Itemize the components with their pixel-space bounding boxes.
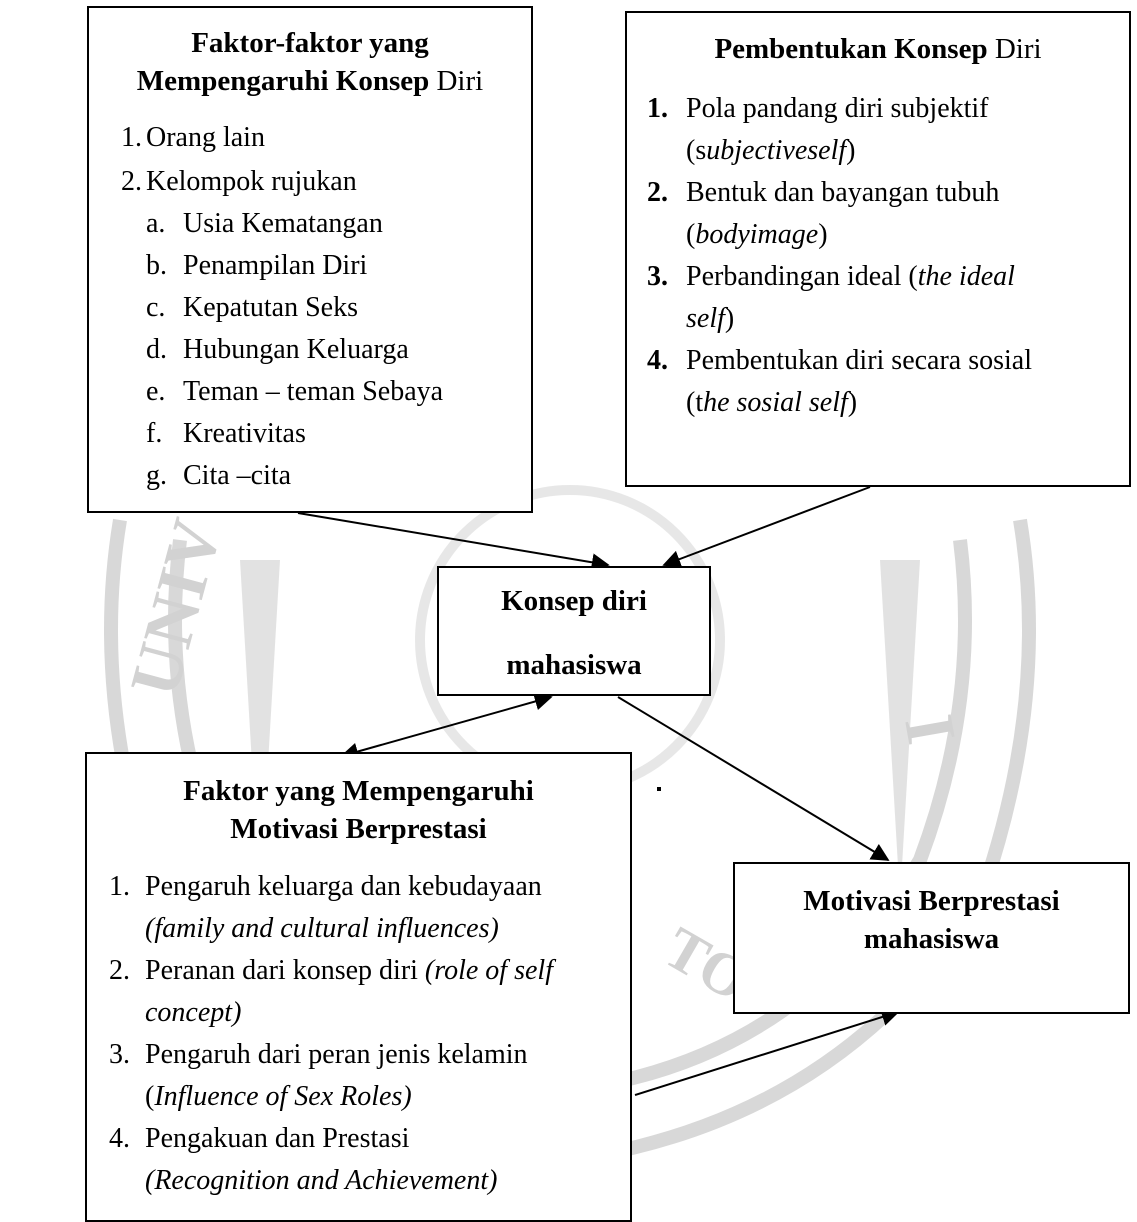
sub-list-item: f. Kreativitas (89, 413, 531, 455)
sub-list-letter: a. (146, 208, 166, 239)
title-line2-bold: Mempengaruhi Konsep (136, 65, 430, 97)
list-number: 2. (647, 177, 668, 208)
sub-list-text: Teman – teman Sebaya (183, 376, 444, 407)
list-text-line2: (Influence of Sex Roles) (145, 1081, 412, 1112)
sub-list-item: a. Usia Kematangan (89, 203, 531, 245)
motivation-factors-title: Faktor yang Mempengaruhi Motivasi Berpre… (87, 772, 630, 848)
list-text-line2: (bodyimage) (686, 219, 828, 250)
sub-list-letter: e. (146, 376, 166, 407)
formation-title-bold: Pembentukan Konsep (714, 33, 988, 65)
arrow-concept-motivation-factors (340, 692, 553, 761)
sub-list-text: Usia Kematangan (183, 208, 383, 239)
list-text-line2: (family and cultural influences) (145, 913, 499, 944)
self-concept-formation-title: Pembentukan Konsep Diri (627, 30, 1129, 68)
arrow-concept-to-motivation (617, 696, 890, 861)
concept-line2: mahasiswa (506, 649, 642, 681)
sub-list-item: d. Hubungan Keluarga (89, 329, 531, 371)
sub-list-item: c. Kepatutan Seks (89, 287, 531, 329)
list-number: 4. (647, 345, 668, 376)
arrow-factors-to-concept (297, 512, 610, 572)
list-text-line2: (subjectiveself) (686, 135, 856, 166)
list-text: Pola pandang diri subjektif (686, 93, 989, 124)
list-item: 2. Peranan dari konsep diri (role of sel… (87, 950, 630, 1034)
list-text: Orang lain (146, 122, 265, 153)
list-text: Kelompok rujukan (146, 166, 357, 197)
box-achievement-motivation: Motivasi Berprestasi mahasiswa (733, 862, 1130, 1014)
sub-list-text: Kepatutan Seks (183, 292, 358, 323)
sub-list-letter: d. (146, 334, 167, 365)
arrow-factors-to-motivation (634, 1008, 900, 1096)
list-number: 4. (109, 1123, 130, 1154)
box-motivation-factors: Faktor yang Mempengaruhi Motivasi Berpre… (85, 752, 632, 1222)
sub-list-item: e. Teman – teman Sebaya (89, 371, 531, 413)
list-text-line2: (Recognition and Achievement) (145, 1165, 498, 1196)
list-item: 3. Perbandingan ideal (the ideal self) (627, 256, 1129, 340)
list-number: 2. (109, 955, 130, 986)
box-self-concept-formation: Pembentukan Konsep Diri 1. Pola pandang … (625, 11, 1131, 487)
motivation-line2: mahasiswa (863, 923, 1000, 955)
stray-dot (657, 787, 661, 791)
sub-list-text: Kreativitas (183, 418, 306, 449)
list-number: 2. (121, 166, 142, 197)
list-text-line2: self) (686, 303, 735, 334)
list-item: 2. Kelompok rujukan (89, 161, 531, 203)
list-item: 1. Pengaruh keluarga dan kebudayaan (fam… (87, 866, 630, 950)
list-text: Perbandingan ideal (the ideal (686, 261, 1015, 292)
list-item: 4. Pengakuan dan Prestasi (Recognition a… (87, 1118, 630, 1202)
sub-list-letter: g. (146, 460, 167, 491)
list-number: 1. (647, 93, 668, 124)
list-item: 3. Pengaruh dari peran jenis kelamin (In… (87, 1034, 630, 1118)
list-number: 1. (121, 122, 142, 153)
list-text: Bentuk dan bayangan tubuh (686, 177, 1000, 208)
sub-list-text: Cita –cita (183, 460, 292, 491)
box-self-concept-factors: Faktor-faktor yang Mempengaruhi Konsep D… (87, 6, 533, 513)
concept-line1: Konsep diri (501, 585, 647, 617)
list-text: Pengaruh dari peran jenis kelamin (145, 1039, 528, 1070)
list-text: Peranan dari konsep diri (role of self (145, 955, 553, 986)
arrow-formation-to-concept (662, 486, 871, 568)
motivation-factors-title-line1: Faktor yang Mempengaruhi (183, 775, 534, 807)
list-item: 2. Bentuk dan bayangan tubuh (bodyimage) (627, 172, 1129, 256)
title-line1: Faktor-faktor yang (191, 27, 429, 59)
sub-list-letter: c. (146, 292, 166, 323)
formation-title-normal: Diri (994, 33, 1042, 65)
motivation-factors-title-line2: Motivasi Berprestasi (230, 813, 487, 845)
list-text-line2: concept) (145, 997, 242, 1028)
list-number: 3. (647, 261, 668, 292)
list-text: Pembentukan diri secara sosial (686, 345, 1033, 376)
list-number: 3. (109, 1039, 130, 1070)
motivation-line1: Motivasi Berprestasi (803, 885, 1060, 917)
list-text: Pengakuan dan Prestasi (145, 1123, 410, 1154)
list-item: 1. Pola pandang diri subjektif (subjecti… (627, 88, 1129, 172)
sub-list-item: g. Cita –cita (89, 455, 531, 497)
list-item: 1. Orang lain (89, 117, 531, 159)
self-concept-factors-title: Faktor-faktor yang Mempengaruhi Konsep D… (89, 24, 531, 100)
list-text-line2: (the sosial self) (686, 387, 858, 418)
sub-list-text: Hubungan Keluarga (183, 334, 409, 365)
list-item: 4. Pembentukan diri secara sosial (the s… (627, 340, 1129, 424)
list-text: Pengaruh keluarga dan kebudayaan (145, 871, 542, 902)
title-line2-normal: Diri (436, 65, 484, 97)
sub-list-letter: b. (146, 250, 167, 281)
list-number: 1. (109, 871, 130, 902)
sub-list-item: b. Penampilan Diri (89, 245, 531, 287)
sub-list-letter: f. (146, 418, 163, 449)
box-self-concept-student: Konsep diri mahasiswa (437, 566, 711, 696)
sub-list-text: Penampilan Diri (183, 250, 368, 281)
